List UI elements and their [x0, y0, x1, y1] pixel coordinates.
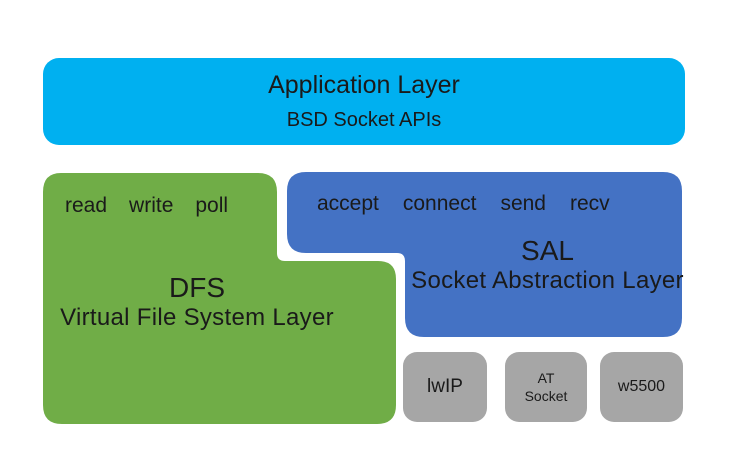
sal-caption: SAL Socket Abstraction Layer [405, 235, 690, 295]
impl-box-w5500: w5500 [600, 352, 683, 422]
impl-label-w5500: w5500 [617, 378, 666, 395]
impl-label-at-socket: AT Socket [524, 369, 568, 404]
application-layer-title: Application Layer [268, 71, 460, 100]
sal-full-name: Socket Abstraction Layer [411, 267, 684, 294]
dfs-op-poll: poll [195, 194, 229, 217]
dfs-operations: read write poll [65, 194, 228, 217]
dfs-full-name: Virtual File System Layer [60, 304, 334, 331]
sal-operations: accept connect send recv [317, 192, 610, 215]
dfs-caption: DFS Virtual File System Layer [43, 272, 351, 332]
sal-op-connect: connect [402, 192, 477, 215]
sal-acronym: SAL [521, 235, 574, 266]
dfs-layer-shape [43, 173, 396, 424]
impl-box-lwip: lwIP [403, 352, 487, 422]
sal-op-send: send [500, 192, 546, 215]
application-layer-box: Application Layer BSD Socket APIs [43, 58, 685, 145]
impl-label-lwip: lwIP [427, 376, 463, 397]
dfs-op-write: write [129, 194, 174, 217]
sal-layer-shape [287, 172, 682, 337]
dfs-op-read: read [65, 194, 108, 217]
sal-op-recv: recv [569, 192, 610, 215]
impl-box-at-socket: AT Socket [505, 352, 587, 422]
dfs-acronym: DFS [169, 272, 225, 303]
application-layer-subtitle: BSD Socket APIs [286, 108, 442, 131]
sal-op-accept: accept [317, 192, 379, 215]
